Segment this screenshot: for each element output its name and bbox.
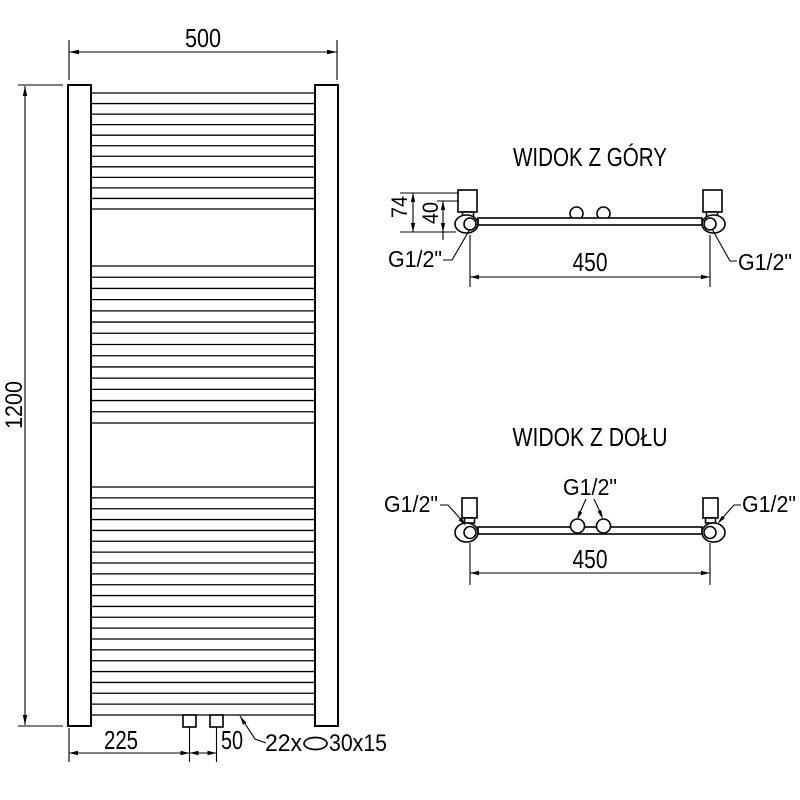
bottom-view: WIDOK Z DOŁU G1/2" G1/2" (384, 422, 796, 585)
dim-conn-spacing-bottom: 450 (469, 543, 711, 585)
leader (443, 228, 471, 261)
radiator-bar-top (477, 217, 703, 226)
tube-spec-leader (239, 715, 267, 744)
dim-stub-spacing-value: 50 (221, 725, 243, 755)
leader (440, 504, 466, 525)
wall-bracket-left (457, 189, 478, 213)
dim-height: 1200 (1, 84, 63, 727)
dim-conn-value: 450 (573, 247, 608, 277)
front-view: 500 1200 225 50 22x 30x15 (1, 23, 387, 762)
arrowhead (440, 201, 446, 210)
left-collector (67, 84, 92, 727)
arrowhead (240, 716, 247, 725)
valve-port-left (463, 217, 477, 231)
bottom-view-title: WIDOK Z DOŁU (513, 422, 668, 452)
arrowhead (470, 274, 479, 280)
arrowhead (717, 515, 725, 524)
top-view: WIDOK Z GÓRY 74 40 (387, 142, 792, 287)
dim-axis-value: 40 (418, 202, 443, 224)
leader (711, 228, 737, 262)
dim-stub-offset-value: 225 (104, 725, 138, 755)
leader (577, 498, 603, 518)
dim-height-lines (18, 84, 63, 727)
arrowhead (189, 750, 199, 756)
arrowhead (22, 86, 28, 96)
dim-conn-spacing-top: 450 (469, 235, 711, 287)
leader (718, 504, 741, 523)
arrowhead (410, 223, 416, 232)
arrowhead (597, 510, 603, 519)
arrowhead (327, 49, 337, 55)
thread-label-bottom-left: G1/2" (384, 491, 466, 526)
wall-bracket-right (702, 189, 723, 213)
arrowhead (701, 274, 710, 280)
tube-spec-label: 22x 30x15 (239, 715, 387, 757)
radiator-bar-bottom (477, 526, 703, 535)
dim-bottom-connections: 225 50 (68, 725, 243, 762)
arrowhead (701, 570, 710, 576)
thread-label-top-left: G1/2" (388, 228, 471, 272)
arrowhead (69, 49, 79, 55)
valve-port-left (463, 525, 477, 540)
center-stub-circle (595, 518, 612, 534)
arrowhead (22, 715, 28, 725)
dim-conn-lines (469, 235, 711, 287)
dim-axis: 40 (418, 200, 459, 240)
dim-bottom-lines (68, 727, 218, 762)
thread-value: G1/2" (563, 474, 617, 500)
arrowhead (207, 750, 217, 756)
arrowhead (410, 193, 416, 202)
top-view-title: WIDOK Z GÓRY (513, 142, 667, 172)
tube-count-label: 22x (265, 730, 302, 757)
thread-value: G1/2" (384, 491, 438, 517)
right-collector (314, 84, 339, 727)
thread-value: G1/2" (742, 491, 796, 517)
dim-depth-value: 74 (387, 196, 412, 218)
wall-bracket-right (702, 497, 719, 519)
dim-depth: 74 (387, 192, 459, 233)
arrowhead (69, 750, 78, 756)
dim-conn-lines (469, 543, 711, 585)
valve-port-right (703, 217, 717, 231)
oval-profile-icon (303, 736, 328, 751)
thread-value: G1/2" (388, 246, 442, 272)
dim-height-value: 1200 (1, 381, 28, 429)
valve-port-right (703, 525, 717, 540)
wall-bracket-left (461, 497, 478, 519)
front-tubes (91, 92, 315, 716)
dim-width-lines (68, 40, 338, 80)
dim-conn-value: 450 (573, 544, 608, 574)
dim-width: 500 (68, 23, 338, 80)
arrowhead (470, 570, 479, 576)
center-stub-circle (569, 518, 586, 534)
arrowhead (440, 223, 446, 232)
thread-value: G1/2" (738, 249, 792, 275)
thread-label-bottom-right: G1/2" (717, 491, 796, 524)
dim-width-value: 500 (185, 23, 221, 53)
arrowhead (458, 517, 466, 526)
thread-label-top-right: G1/2" (711, 228, 792, 275)
arrowhead (180, 750, 190, 756)
bottom-stub-left (182, 714, 197, 728)
thread-label-bottom-center: G1/2" (563, 474, 617, 520)
arrowhead (577, 510, 583, 520)
tube-profile-label: 30x15 (329, 730, 387, 757)
